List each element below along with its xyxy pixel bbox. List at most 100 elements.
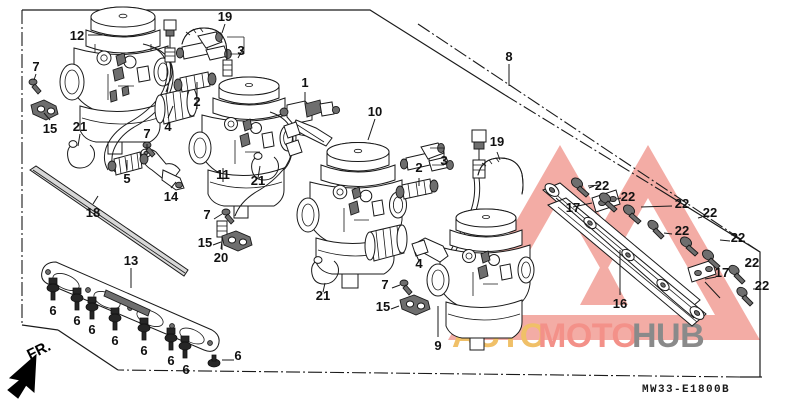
part-19-hose-a (181, 27, 233, 77)
callout-6-d: 6 (111, 333, 118, 348)
callout-20: 20 (214, 250, 228, 265)
part-code-label: MW33-E1800B (642, 384, 730, 396)
callout-15-c: 15 (376, 299, 390, 314)
callout-16: 16 (613, 296, 627, 311)
part-6-bolt (70, 287, 84, 311)
callout-12: 12 (70, 28, 84, 43)
callout-22-h: 22 (755, 278, 769, 293)
diagram-frame (21, 9, 762, 378)
callout-14: 14 (164, 189, 179, 204)
callout-22-e: 22 (703, 205, 717, 220)
callout-17: 17 (566, 200, 580, 215)
part-22-bolt (598, 192, 618, 213)
front-marker: FR. (24, 338, 53, 364)
part-6-bolt (137, 317, 151, 341)
callout-6-f: 6 (167, 353, 174, 368)
callout-21: 21 (73, 119, 87, 134)
callout-5: 5 (123, 171, 130, 186)
part-6-bolt (164, 327, 178, 351)
callout-22-c: 22 (675, 196, 689, 211)
callout-3: 3 (237, 43, 244, 58)
callout-leaders (33, 23, 721, 337)
part-21-clip-b (251, 152, 279, 181)
part-21-clip-c (311, 256, 339, 285)
part-2-tube-a (173, 71, 217, 93)
part-17-clamp-b (687, 259, 717, 283)
part-22-bolt-group (570, 177, 754, 307)
callout-18: 18 (86, 205, 100, 220)
part-15-bracket-b (221, 230, 253, 252)
part-7-screw-c (221, 208, 235, 225)
part-21-clip-a (67, 140, 95, 169)
part-7-screw-a (28, 78, 42, 95)
part-22-bolt (728, 264, 746, 285)
callout-numbers: 12 7 15 21 5 4 2 3 19 14 18 13 11 20 1 1… (32, 9, 769, 377)
callout-22-d: 22 (675, 223, 689, 238)
callout-17-b: 17 (715, 265, 729, 280)
callout-15-b: 15 (198, 235, 212, 250)
part-22-bolt (647, 219, 665, 240)
callout-6-b: 6 (73, 313, 80, 328)
callout-4: 4 (164, 119, 172, 134)
callout-7-c: 7 (203, 207, 210, 222)
part-22-bolt (701, 249, 721, 270)
carburetor-unit-2 (188, 76, 341, 219)
watermark-word-moto: MOTO (538, 317, 637, 355)
callout-6-e: 6 (140, 343, 147, 358)
part-18-long-rod (29, 165, 189, 277)
callout-21-c: 21 (316, 288, 330, 303)
part-22-bolt (736, 286, 754, 307)
part-3-tee-joint-b (399, 142, 454, 172)
part-22-bolt (570, 177, 590, 198)
part-22-bolt (679, 236, 699, 257)
callout-2-b: 2 (415, 160, 422, 175)
callout-13: 13 (124, 253, 138, 268)
part-6-bolt (85, 296, 99, 320)
callout-22-b: 22 (621, 189, 635, 204)
part-6-bolt (46, 277, 60, 301)
callout-9: 9 (434, 338, 441, 353)
callout-19: 19 (218, 9, 232, 24)
part-2-tube-b (395, 178, 439, 200)
callout-19-b: 19 (490, 134, 504, 149)
callout-6-c: 6 (88, 322, 95, 337)
callout-6-h: 6 (234, 348, 241, 363)
callout-2: 2 (193, 94, 200, 109)
callout-15: 15 (43, 121, 57, 136)
part-15-bracket-a (30, 99, 59, 121)
front-marker-label: FR. (24, 338, 53, 364)
callout-21-b: 21 (251, 173, 265, 188)
part-6-bolt-group (46, 277, 221, 368)
carburetor-unit-4 (411, 208, 535, 351)
callout-1: 1 (301, 75, 308, 90)
callout-22-a: 22 (595, 178, 609, 193)
part-5-spring-joint (107, 151, 149, 176)
callout-7: 7 (32, 59, 39, 74)
carburetor-unit-1 (59, 6, 177, 173)
part-15-bracket-c (399, 294, 431, 316)
callout-10: 10 (368, 104, 382, 119)
callout-6-a: 6 (49, 303, 56, 318)
part-7-screw-d (399, 279, 413, 296)
callout-11: 11 (216, 167, 230, 182)
callout-8: 8 (505, 49, 512, 64)
part-4-rubber-boot-b (364, 224, 408, 262)
callout-7-d: 7 (381, 277, 388, 292)
part-16-manifold-stay (542, 182, 707, 327)
part-3-tee-joint-a (175, 31, 245, 61)
callout-7-b: 7 (143, 126, 150, 141)
callout-22-g: 22 (745, 255, 759, 270)
part-6-bolt (178, 335, 192, 359)
front-direction-arrow (7, 353, 37, 399)
part-6-bolt (207, 354, 221, 368)
callout-4-b: 4 (415, 256, 423, 271)
part-14-throttle-linkage (140, 148, 185, 191)
part-4-rubber-boot-a (154, 87, 198, 125)
callout-3-b: 3 (440, 153, 447, 168)
callout-6-g: 6 (182, 362, 189, 377)
callout-22-f: 22 (731, 230, 745, 245)
part-6-bolt (108, 307, 122, 331)
